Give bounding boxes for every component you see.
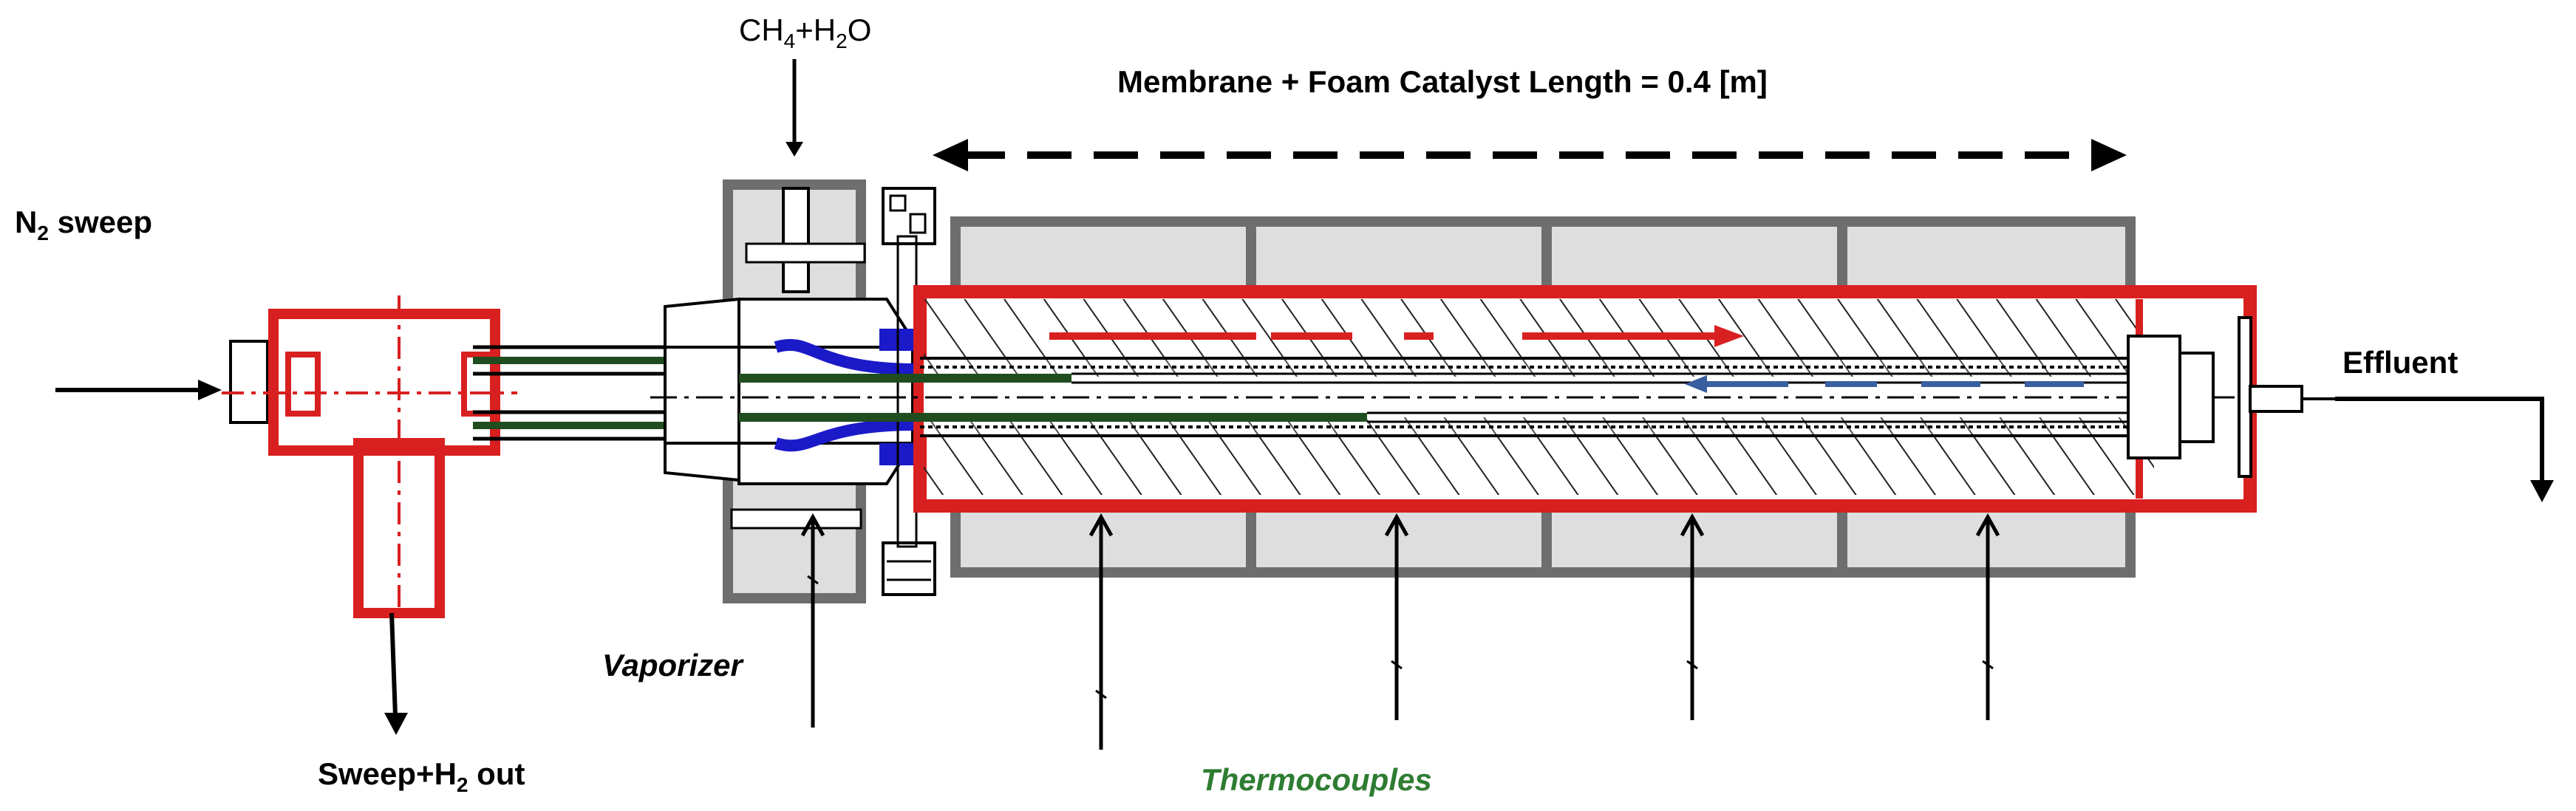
sweep-inlet-label: N2 sweep: [15, 205, 152, 244]
vaporizer-label: Vaporizer: [602, 648, 744, 682]
thermocouples-label: Thermocouples: [1201, 762, 1432, 797]
reactant-flow-arrow: [1049, 325, 1744, 347]
sweep-flow-arrow: [1685, 375, 2084, 393]
length-label: Membrane + Foam Catalyst Length = 0.4 [m…: [1117, 64, 1768, 99]
effluent-outlet-arrow: [2335, 397, 2554, 502]
sweep-inlet-arrow: [55, 380, 222, 400]
sweep-outlet-arrow: [384, 612, 408, 735]
inlet-tube-bundle: [473, 345, 665, 441]
thermocouple-probes: [800, 513, 2000, 750]
sweep-outlet-label: Sweep+H2 out: [318, 756, 525, 796]
feed-label: CH4+H2O: [739, 13, 871, 52]
vaporizer-block: [664, 179, 916, 603]
feed-inlet-arrow: [786, 59, 803, 157]
sweep-tee-fitting: [222, 295, 517, 618]
reactor-housing: [913, 285, 2257, 513]
flange-clamps: [882, 187, 936, 596]
length-dimension-arrow: [933, 139, 2127, 171]
effluent-label: Effluent: [2342, 345, 2458, 380]
